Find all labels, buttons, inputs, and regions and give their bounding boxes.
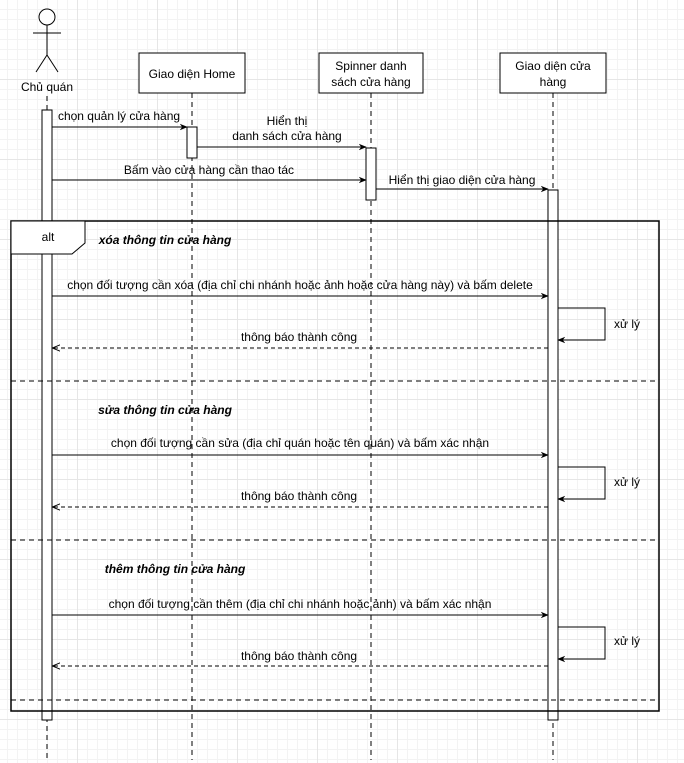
message-1-label: chọn quản lý cửa hàng xyxy=(58,109,180,123)
message-2-label-2: danh sách cửa hàng xyxy=(232,129,341,143)
alt-fragment: alt xyxy=(10,220,660,712)
message-3-label: Bấm vào cửa hàng cần thao tác xyxy=(124,163,294,177)
self-call-delete-label: xử lý xyxy=(614,317,640,331)
participant-store-ui: Giao diện cửa hàng xyxy=(499,52,607,94)
request-add-label: chọn đối tượng cần thêm (địa chỉ chi nhá… xyxy=(109,597,492,611)
self-call-edit xyxy=(557,466,606,503)
self-call-add xyxy=(557,626,606,663)
request-edit-label: chọn đối tượng cần sửa (địa chỉ quán hoặ… xyxy=(111,436,489,450)
participant-home: Giao diện Home xyxy=(138,52,246,94)
message-2-label-1: Hiển thị xyxy=(267,114,308,128)
reply-delete-label: thông báo thành công xyxy=(241,330,357,344)
participant-spinner-label-1: Spinner danh xyxy=(335,59,406,73)
message-4-label: Hiển thị giao diện cửa hàng xyxy=(389,173,536,187)
reply-add-label: thông báo thành công xyxy=(241,649,357,663)
actor-figure xyxy=(33,8,61,73)
alt-label: alt xyxy=(42,230,55,244)
guard-edit: sửa thông tin cửa hàng xyxy=(98,403,232,417)
guard-add: thêm thông tin cửa hàng xyxy=(105,562,246,576)
participant-spinner-label-2: sách cửa hàng xyxy=(331,75,410,89)
self-call-add-label: xử lý xyxy=(614,634,640,648)
activation-spinner xyxy=(365,147,377,201)
activation-store-ui xyxy=(547,189,559,721)
guard-delete: xóa thông tin cửa hàng xyxy=(98,233,232,247)
self-call-edit-label: xử lý xyxy=(614,475,640,489)
participant-store-ui-label-1: Giao diện cửa xyxy=(515,59,591,73)
participant-home-label: Giao diện Home xyxy=(149,67,236,81)
activation-home xyxy=(186,126,198,159)
activation-actor xyxy=(41,109,53,721)
participant-spinner: Spinner danh sách cửa hàng xyxy=(318,52,424,94)
request-delete-label: chọn đối tượng cần xóa (địa chỉ chi nhán… xyxy=(67,278,533,292)
participant-store-ui-label-2: hàng xyxy=(540,75,567,89)
self-call-delete xyxy=(557,307,606,344)
actor-name: Chủ quán xyxy=(21,80,73,94)
reply-edit-label: thông báo thành công xyxy=(241,489,357,503)
